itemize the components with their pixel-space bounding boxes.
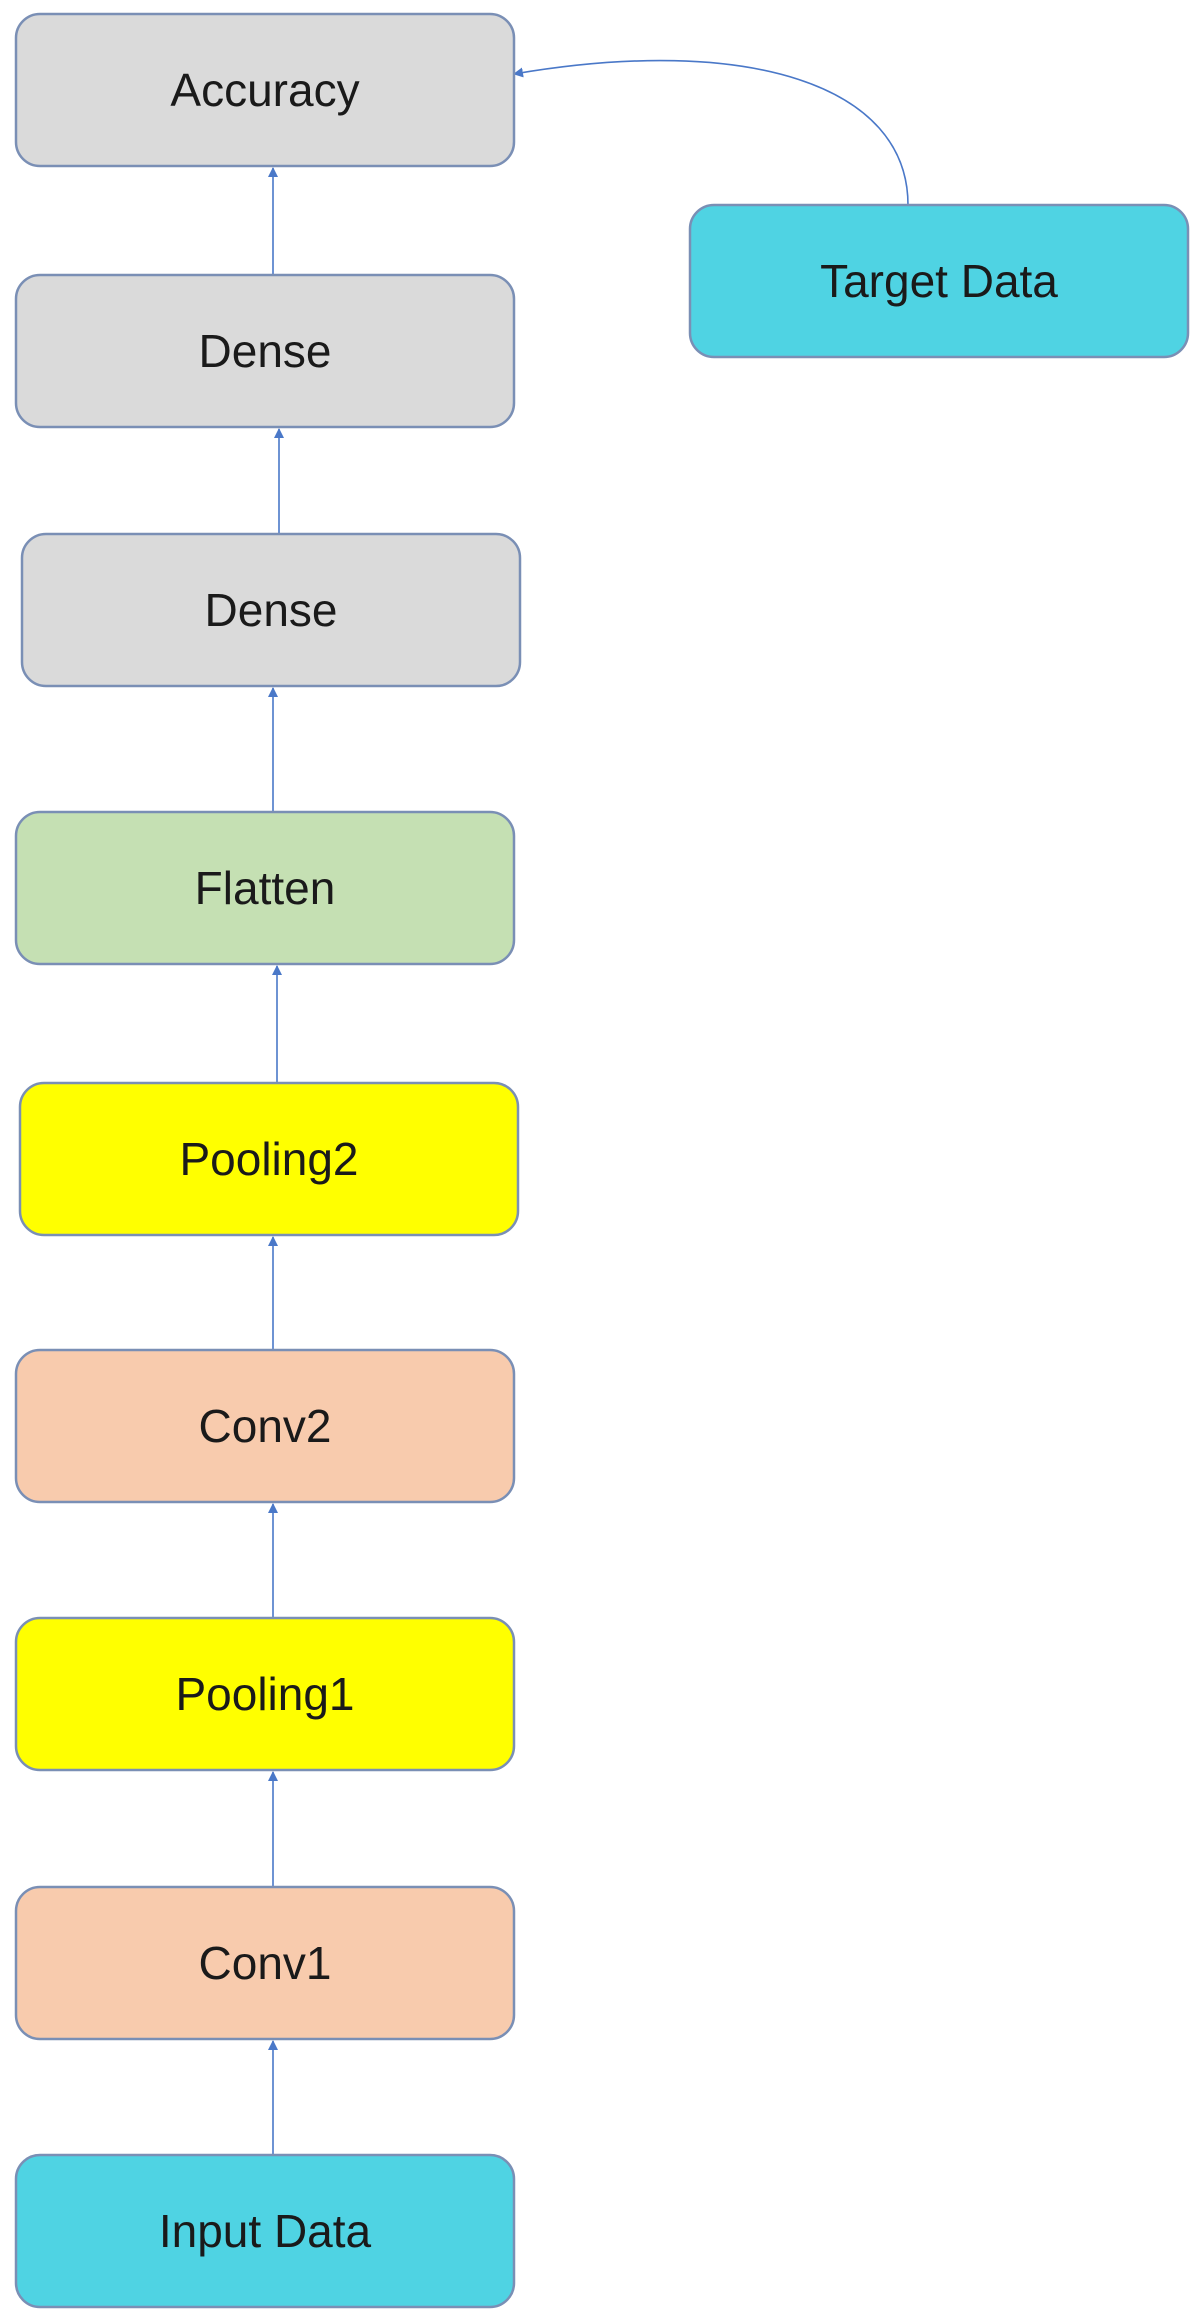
node-label-target: Target Data (820, 255, 1058, 307)
node-label-dense1: Dense (205, 584, 338, 636)
edges-layer (268, 59, 909, 2155)
node-label-conv2: Conv2 (199, 1400, 332, 1452)
node-label-accuracy: Accuracy (170, 64, 359, 116)
node-conv1: Conv1 (14, 1885, 516, 2041)
node-label-input: Input Data (159, 2205, 372, 2257)
node-label-flatten: Flatten (195, 862, 336, 914)
node-flatten: Flatten (14, 810, 516, 966)
node-label-pooling2: Pooling2 (179, 1133, 358, 1185)
node-pooling2: Pooling2 (18, 1081, 520, 1237)
node-box-conv2 (14, 1348, 516, 1504)
node-label-conv1: Conv1 (199, 1937, 332, 1989)
node-box-target (688, 203, 1190, 359)
node-accuracy: Accuracy (14, 12, 516, 168)
node-box-accuracy (14, 12, 516, 168)
node-box-flatten (14, 810, 516, 966)
node-box-pooling2 (18, 1081, 520, 1237)
node-target: Target Data (688, 203, 1190, 359)
node-box-conv1 (14, 1885, 516, 2041)
node-box-dense2 (14, 273, 516, 429)
node-label-dense2: Dense (199, 325, 332, 377)
edge-target-to-accuracy (513, 59, 909, 206)
node-label-pooling1: Pooling1 (175, 1668, 354, 1720)
node-pooling1: Pooling1 (14, 1616, 516, 1772)
node-box-dense1 (20, 532, 522, 688)
node-dense1: Dense (20, 532, 522, 688)
node-box-input (14, 2153, 516, 2309)
node-dense2: Dense (14, 273, 516, 429)
node-conv2: Conv2 (14, 1348, 516, 1504)
node-box-pooling1 (14, 1616, 516, 1772)
nodes-layer: AccuracyDenseDenseFlattenPooling2Conv2Po… (14, 12, 1190, 2309)
node-input: Input Data (14, 2153, 516, 2309)
